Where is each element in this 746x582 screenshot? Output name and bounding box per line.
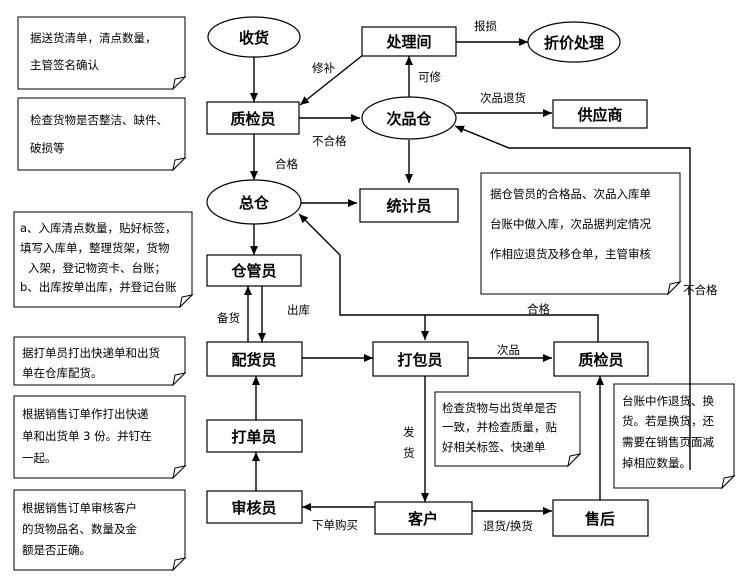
node-label: 总仓 xyxy=(239,194,270,212)
note-packer: 检查货物与出货单是否 一致，并检查质量，贴 好相关标签、快递单 xyxy=(434,391,582,468)
node-order-printer: 打单员 xyxy=(206,419,303,453)
node-defect-warehouse: 次品仓 xyxy=(361,96,457,140)
node-packer: 打包员 xyxy=(372,341,469,377)
node-label: 处理间 xyxy=(385,33,431,51)
node-label: 质检员 xyxy=(578,351,623,369)
node-workshop: 处理间 xyxy=(361,26,457,57)
edge-labels: 报损 修补 可修 次品退货 不合格 合格 备货 出库 次品 合格 不合格 发 货… xyxy=(217,19,718,533)
note-line: 一致，并检查质量，贴 xyxy=(442,420,557,434)
node-qc-inspector: 质检员 xyxy=(206,101,300,135)
label-stock-up: 备货 xyxy=(217,311,240,325)
note-line: 台账中作退货、换 xyxy=(622,394,714,408)
label-repairable: 可修 xyxy=(418,70,441,84)
note-line: 额是否正确。 xyxy=(22,543,91,557)
node-label: 打单员 xyxy=(231,428,276,446)
node-qc-inspector-2: 质检员 xyxy=(553,341,649,377)
edge-qc2-pass-to-main xyxy=(298,213,599,342)
note-line: 据打单员打出快递单和出货 xyxy=(22,346,160,360)
node-label: 折价处理 xyxy=(544,34,604,52)
note-line: 检查货物与出货单是否 xyxy=(442,401,557,415)
label-outbound: 出库 xyxy=(287,303,310,317)
node-label: 审核员 xyxy=(231,499,276,517)
note-line: 单在仓库配货。 xyxy=(22,366,103,380)
note-line: 入架，登记物资卡、台账； xyxy=(28,261,166,275)
label-ship-2: 货 xyxy=(403,446,415,460)
node-label: 售后 xyxy=(585,510,615,528)
note-line: 检查货物是否整洁、缺件、 xyxy=(30,113,168,127)
note-line: 台账中做入库，次品据判定情况 xyxy=(490,217,651,231)
label-fail-2: 不合格 xyxy=(683,283,718,297)
node-supplier: 供应商 xyxy=(552,99,648,129)
node-label: 统计员 xyxy=(386,197,431,215)
node-label: 仓管员 xyxy=(230,262,276,280)
note-warehouse-keeper: a、入库清点数量，贴好标签， 填写入库单，整理货架，货物 入架，登记物资卡、台账… xyxy=(13,211,194,309)
label-fail-1: 不合格 xyxy=(312,134,347,148)
note-order-printer: 根据销售订单作打出快递 单和出货单 3 份。并钉在 一起。 xyxy=(13,395,187,480)
node-label: 次品仓 xyxy=(386,110,432,128)
node-discount: 折价处理 xyxy=(527,21,621,63)
node-label: 质检员 xyxy=(230,110,275,128)
note-line: 的货物品名、数量及金 xyxy=(22,522,137,536)
node-label: 供应商 xyxy=(576,106,622,124)
note-receiving: 据送货清单，清点数量， 主管签名确认 xyxy=(17,16,187,91)
note-line: 破损等 xyxy=(30,141,65,155)
label-ship-1: 发 xyxy=(403,425,415,439)
node-label: 客户 xyxy=(407,510,438,528)
node-label: 配货员 xyxy=(231,351,276,369)
note-line: 据仓管员的合格品、次品入库单 xyxy=(490,187,651,201)
node-warehouse-keeper: 仓管员 xyxy=(206,254,302,287)
note-line: 好相关标签、快递单 xyxy=(442,440,546,454)
note-line: 单和出货单 3 份。并钉在 xyxy=(22,429,152,443)
note-statistician: 据仓管员的合格品、次品入库单 台账中做入库，次品据判定情况 作相应退货及移仓单，… xyxy=(480,172,682,296)
edge-workshop-to-qc xyxy=(299,54,364,106)
node-aftersales: 售后 xyxy=(552,499,649,537)
node-customer: 客户 xyxy=(374,501,473,535)
note-line: 作相应退货及移仓单，主管审核 xyxy=(490,247,651,261)
node-picker: 配货员 xyxy=(206,341,303,377)
note-picker: 据打单员打出快递单和出货 单在仓库配货。 xyxy=(13,336,187,387)
note-line: 需要在销售页面减 xyxy=(622,435,714,449)
note-aftersales-ledger: 台账中作退货、换 货。若是换货，还 需要在销售页面减 掉相应数量。 xyxy=(613,383,736,490)
node-statistician: 统计员 xyxy=(359,188,459,223)
note-line: b、出库按单出库，并登记台账 xyxy=(20,280,177,294)
node-label: 收货 xyxy=(239,29,269,47)
node-auditor: 审核员 xyxy=(206,490,303,524)
edge-qc2-fail-to-defect xyxy=(454,125,691,294)
node-receiving: 收货 xyxy=(207,16,301,58)
label-defect-return: 次品退货 xyxy=(480,91,526,105)
node-main-warehouse: 总仓 xyxy=(206,179,302,225)
note-line: 填写入库单，整理货架，货物 xyxy=(20,241,170,255)
label-defect: 次品 xyxy=(497,343,520,357)
note-line: 一起。 xyxy=(22,451,57,465)
note-line: 根据销售订单审核客户 xyxy=(22,501,137,515)
label-return: 退货/换货 xyxy=(483,519,533,533)
note-line: 据送货清单，清点数量， xyxy=(30,31,157,45)
label-pass-2: 合格 xyxy=(527,302,550,316)
edges xyxy=(244,38,691,515)
label-repair: 修补 xyxy=(312,61,335,75)
label-pass-1: 合格 xyxy=(275,157,298,171)
note-qc-check: 检查货物是否整洁、缺件、 破损等 xyxy=(17,97,187,172)
note-auditor: 根据销售订单审核客户 的货物品名、数量及金 额是否正确。 xyxy=(13,489,187,572)
label-order: 下单购买 xyxy=(312,518,358,532)
note-line: 根据销售订单作打出快递 xyxy=(22,407,149,421)
note-line: a、入库清点数量，贴好标签， xyxy=(20,221,177,235)
node-label: 打包员 xyxy=(397,351,442,369)
note-line: 掉相应数量。 xyxy=(622,456,691,470)
label-scrap: 报损 xyxy=(474,19,497,33)
note-line: 货。若是换货，还 xyxy=(622,414,714,428)
note-line: 主管签名确认 xyxy=(30,58,99,72)
